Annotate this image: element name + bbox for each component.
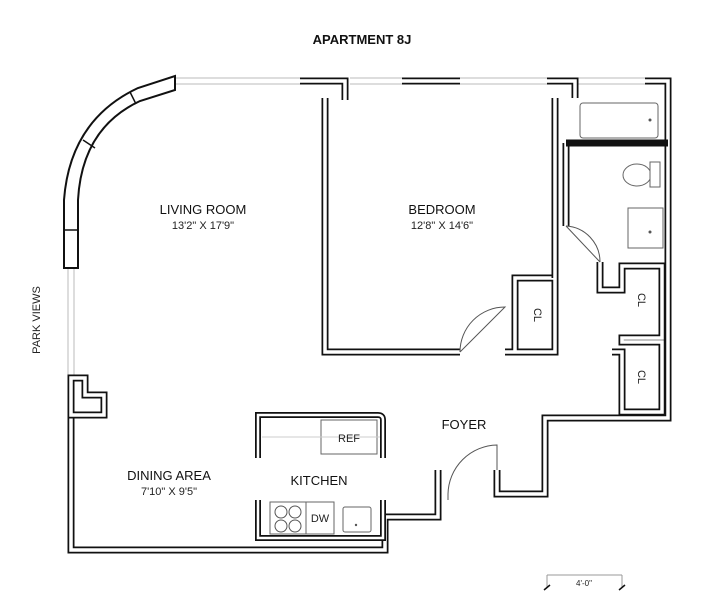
toilet (622, 163, 652, 187)
foyer-name: FOYER (442, 417, 487, 432)
bedroom-dims: 12'8" X 14'6" (411, 220, 473, 232)
kitchen-name: KITCHEN (290, 473, 347, 488)
park-views-label: PARK VIEWS (31, 286, 43, 354)
ref-label: REF (338, 433, 360, 445)
dining-area-name: DINING AREA (127, 468, 211, 483)
bathtub (579, 102, 659, 139)
kitchen-sink (342, 506, 372, 533)
plan-title: APARTMENT 8J (313, 32, 412, 47)
living-room-dims: 13'2" X 17'9" (172, 220, 234, 232)
closet-label-bedroom: CL (531, 308, 543, 322)
doors (447, 225, 601, 500)
room-labels: LIVING ROOM 13'2" X 17'9" BEDROOM 12'8" … (31, 202, 647, 498)
dining-area-dims: 7'10" X 9'5" (141, 486, 197, 498)
bath-sink (627, 207, 664, 249)
kitchen-fixtures: REF DW (255, 412, 386, 541)
curved-wall (63, 74, 176, 269)
dw-label: DW (311, 513, 330, 525)
scale-bar: 4'-0" (543, 574, 626, 591)
closet-label-lower: CL (635, 370, 647, 384)
bedroom-name: BEDROOM (408, 202, 475, 217)
closet-label-upper: CL (635, 293, 647, 307)
dishwasher (305, 501, 335, 535)
bathroom-fixtures (579, 102, 664, 249)
scale-label: 4'-0" (576, 579, 592, 588)
living-room-name: LIVING ROOM (160, 202, 247, 217)
